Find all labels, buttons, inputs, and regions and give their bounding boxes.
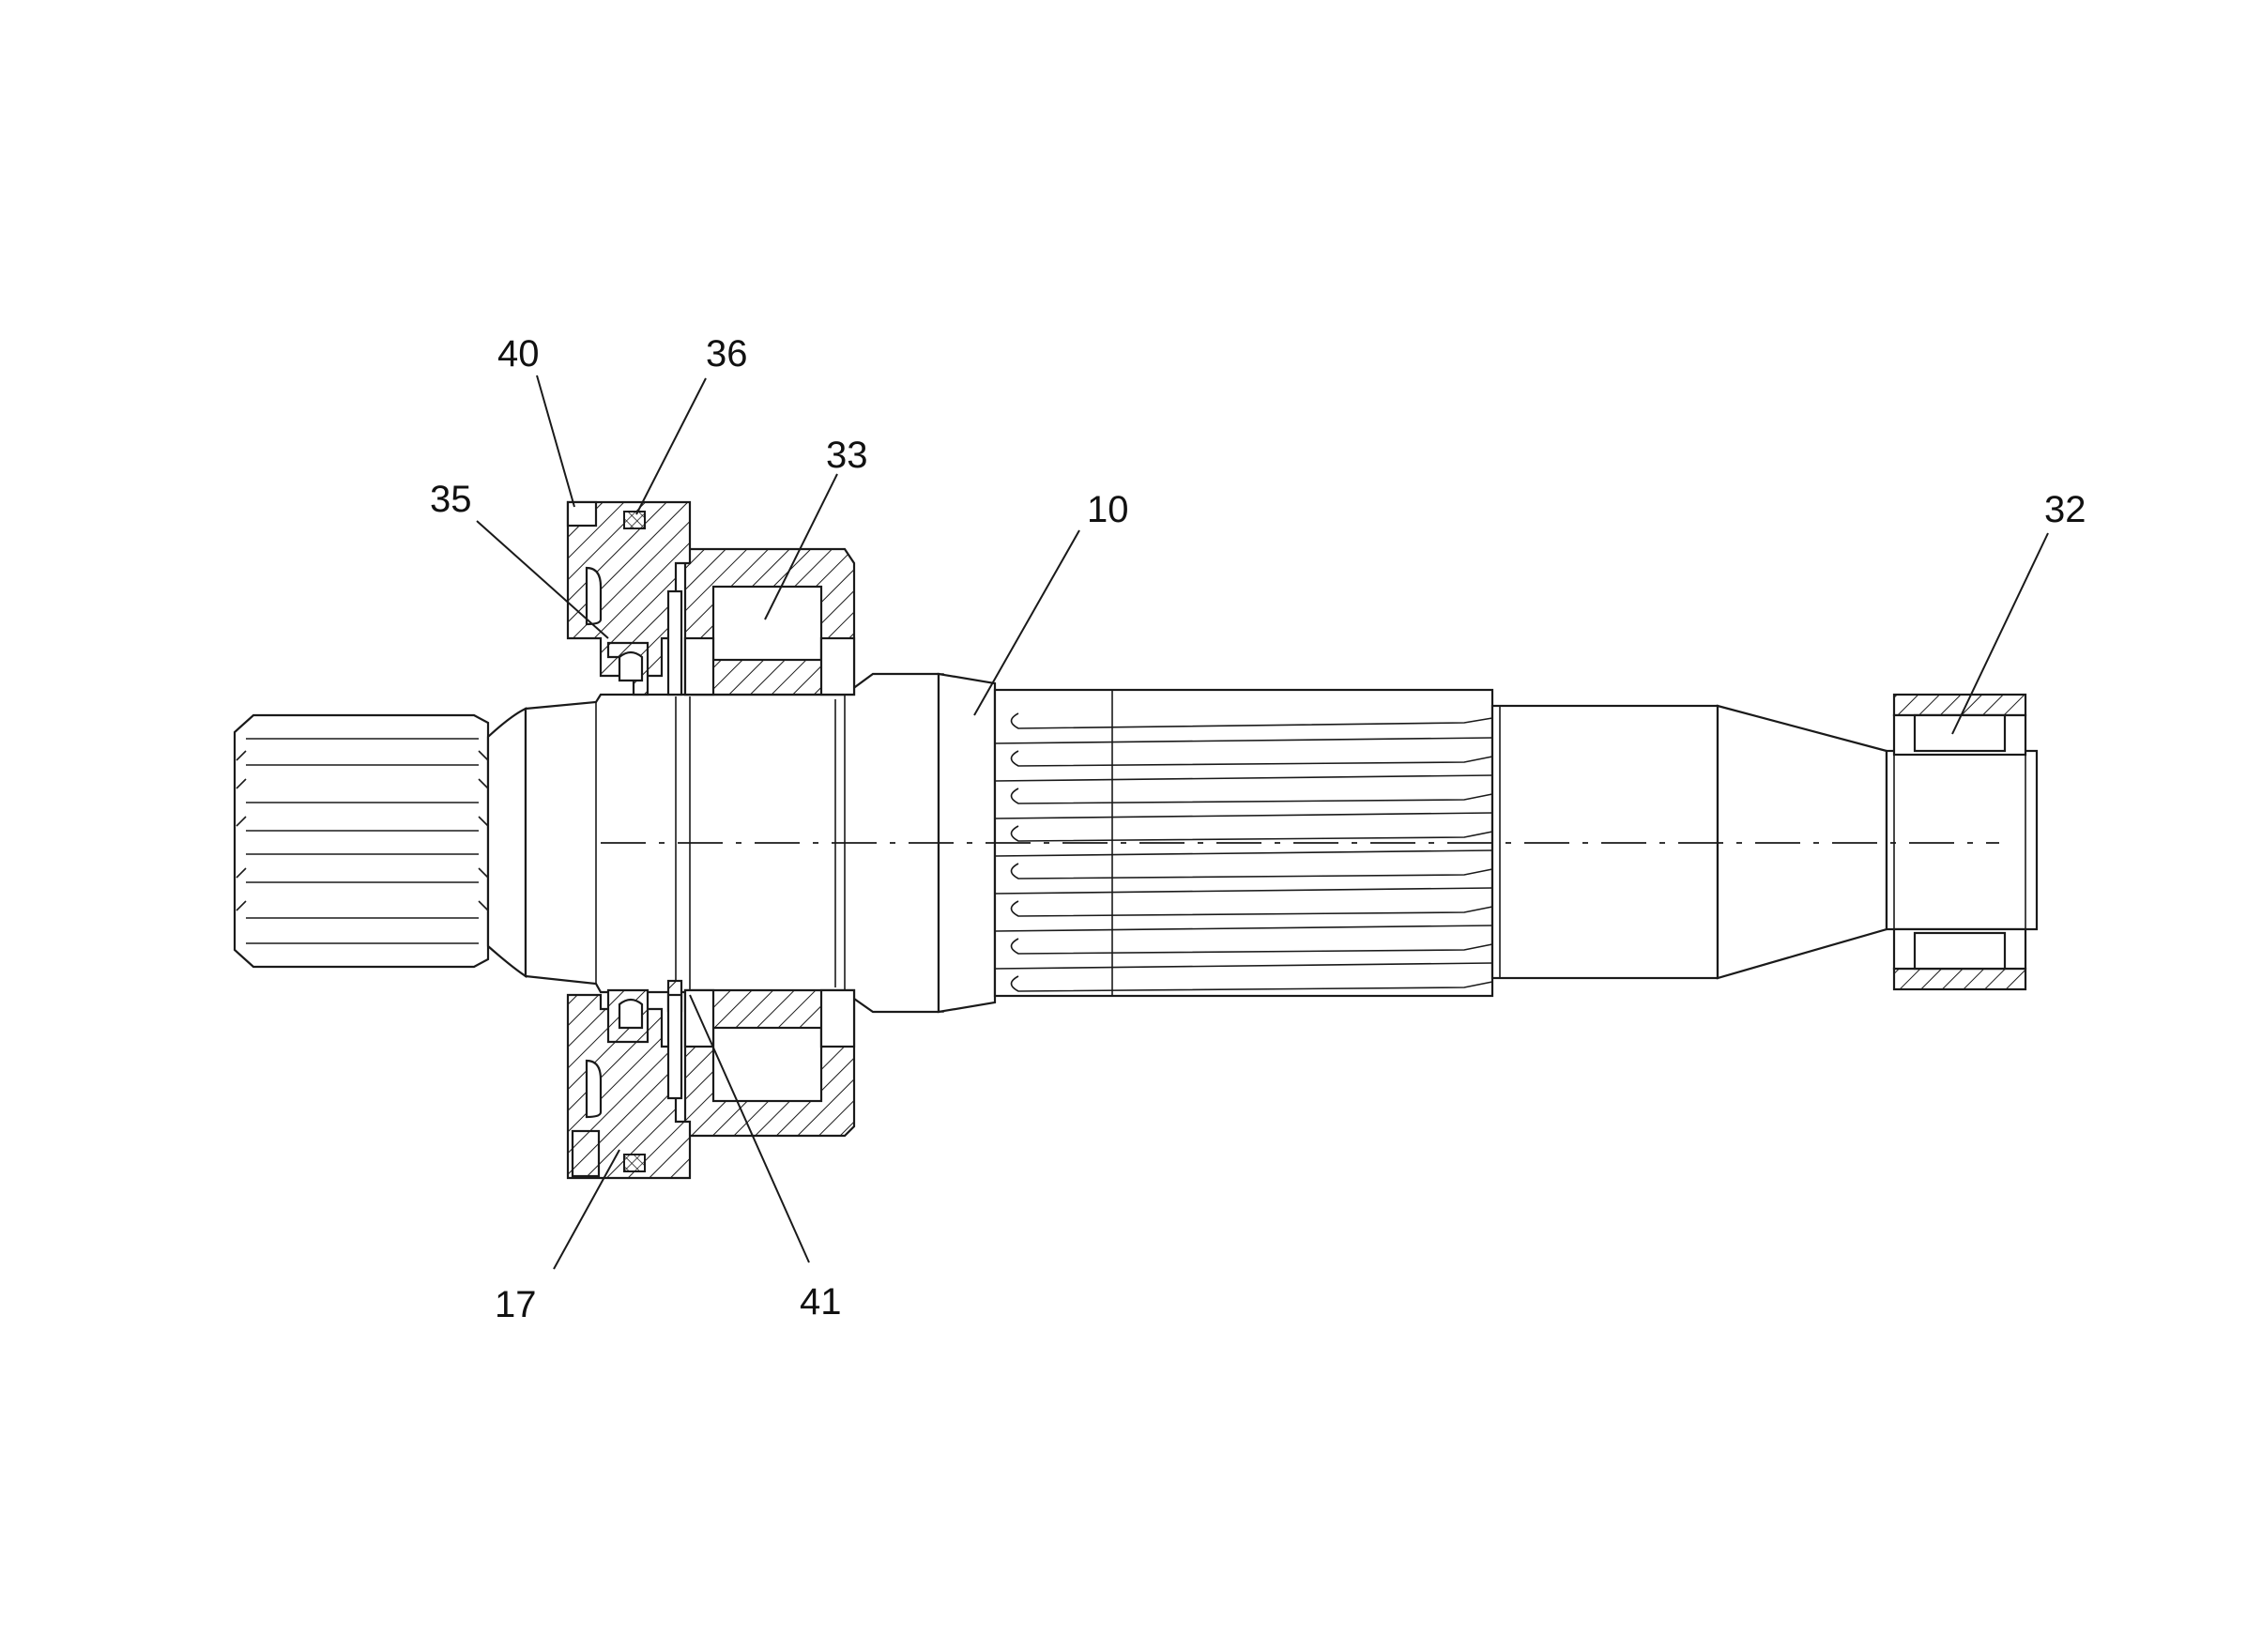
label-40: 40 [497, 333, 540, 375]
leader-33 [764, 473, 838, 620]
label-33: 33 [826, 435, 868, 476]
leader-10 [973, 529, 1080, 716]
leader-17 [553, 1149, 620, 1270]
bearing-top [683, 547, 856, 696]
label-32: 32 [2044, 489, 2086, 530]
retaining-ring-top [666, 589, 683, 696]
leader-40 [536, 375, 575, 508]
right-bearing [1885, 693, 2039, 991]
left-spline-stub [233, 713, 490, 969]
label-36: 36 [706, 333, 748, 375]
bearing-bottom [683, 988, 856, 1138]
shaft-neck [486, 707, 527, 979]
leader-41 [689, 994, 810, 1263]
label-10: 10 [1087, 489, 1129, 530]
label-17: 17 [495, 1284, 537, 1325]
label-35: 35 [430, 479, 472, 520]
label-41: 41 [800, 1281, 842, 1323]
leader-32 [1951, 532, 2049, 735]
leader-35 [476, 520, 609, 639]
seal-carrier-top [566, 500, 692, 696]
seal-carrier-bottom [566, 979, 692, 1180]
leader-36 [635, 377, 707, 515]
retaining-ring-bottom [666, 993, 683, 1100]
